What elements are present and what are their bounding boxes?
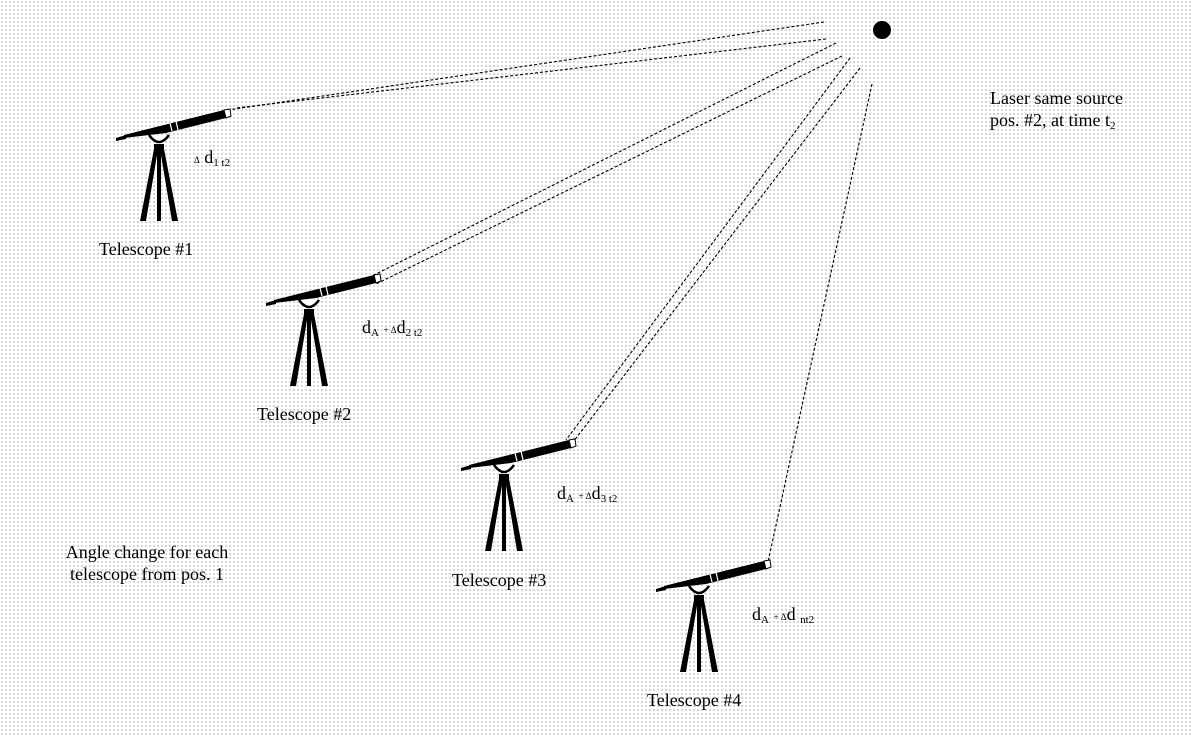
t2-lead-sub: A	[371, 327, 379, 339]
laser-source-dot	[873, 21, 891, 39]
source-label-line2: pos. #2, at time t2	[990, 109, 1123, 137]
t2-lead: d	[362, 317, 371, 337]
t2-delta: + Δ	[383, 325, 397, 335]
telescope-3-name: Telescope #3	[452, 570, 547, 590]
t4-delta: + Δ	[773, 612, 787, 622]
telescope-2-distance: dA + Δd2 t2	[362, 318, 422, 339]
t2-d: d	[396, 317, 406, 337]
t4-lead-sub: A	[761, 614, 769, 626]
t1-d: d	[204, 147, 214, 167]
t3-lead-sub: A	[566, 493, 574, 505]
t3-delta: + Δ	[578, 491, 592, 501]
t1-sub: 1 t2	[213, 157, 231, 169]
beam-telescope-4	[767, 83, 873, 563]
t4-sub: nt2	[800, 614, 815, 626]
laser-source-label: Laser same source pos. #2, at time t2	[990, 87, 1123, 137]
telescope-3-distance: dA + Δd3 t2	[557, 484, 617, 505]
note-line2: telescope from pos. 1	[70, 564, 224, 584]
telescope-4-name: Telescope #4	[647, 690, 742, 710]
t3-lead: d	[557, 483, 566, 503]
source-label-line2-sub: 2	[1110, 120, 1116, 132]
telescope-1-name: Telescope #1	[99, 239, 194, 259]
t4-d: d	[786, 604, 796, 624]
t1-delta: Δ	[194, 155, 200, 165]
telescope-1-distance: Δ d1 t2	[194, 148, 230, 169]
t4-lead: d	[752, 604, 761, 624]
source-label-line2-main: pos. #2, at time t	[990, 110, 1110, 130]
telescope-2-name: Telescope #2	[257, 404, 352, 424]
note-line1: Angle change for each	[65, 542, 229, 562]
t3-d: d	[591, 483, 601, 503]
t2-sub: 2 t2	[405, 327, 423, 339]
beam-telescope-1	[227, 21, 827, 111]
angle-change-note: Angle change for each telescope from pos…	[54, 541, 240, 585]
telescope-4-distance: dA + Δd nt2	[752, 605, 814, 626]
beam-telescope-3	[565, 57, 861, 447]
laser-beams	[227, 21, 873, 563]
source-label-line1: Laser same source	[990, 88, 1123, 108]
t3-sub: 3 t2	[600, 493, 618, 505]
beam-telescope-2	[371, 42, 843, 285]
